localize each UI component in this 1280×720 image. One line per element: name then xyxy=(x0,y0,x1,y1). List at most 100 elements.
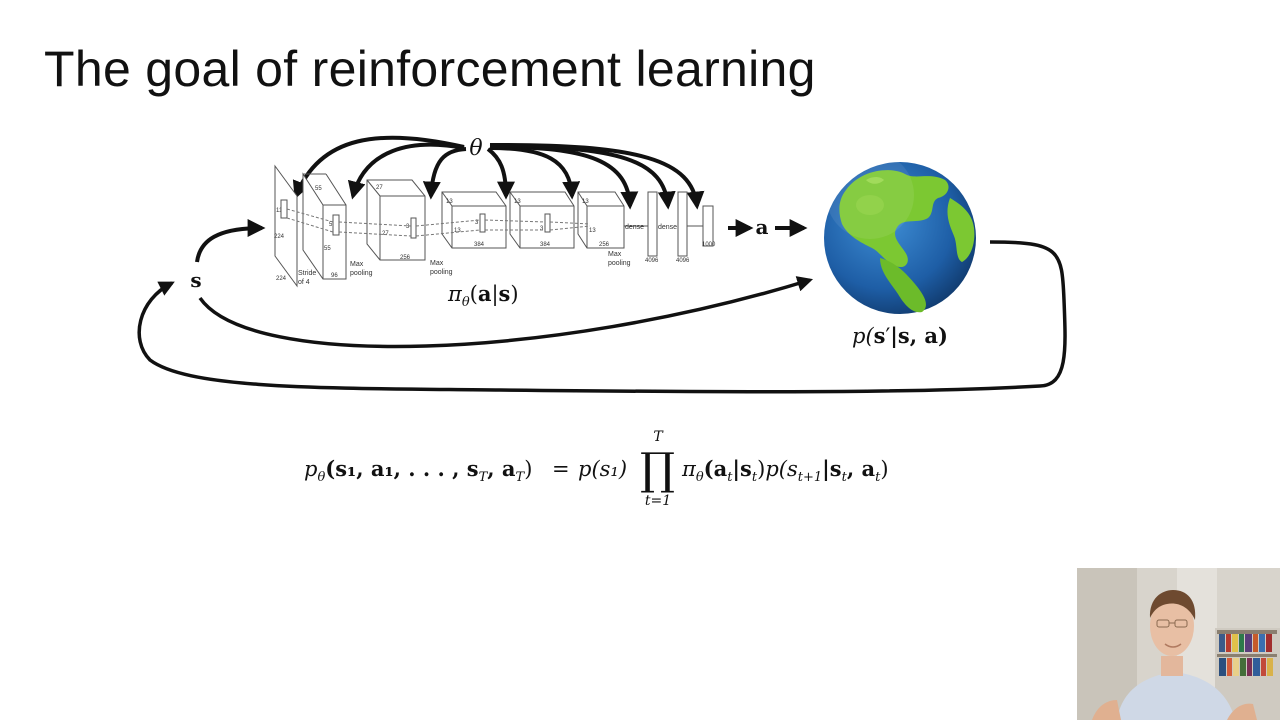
eq-pi: π xyxy=(681,457,697,481)
fc1-size: 4096 xyxy=(645,258,659,264)
eq-lhs-close: ) xyxy=(524,457,532,481)
state-label: s xyxy=(190,268,201,292)
conv2-size-256: 256 xyxy=(400,255,411,261)
fc2-layer xyxy=(677,191,688,257)
eq-lhs-comma: , a xyxy=(487,456,516,481)
conv1-size-55b: 55 xyxy=(324,246,331,252)
conv3-size-13b: 13 xyxy=(454,228,461,234)
eq-prod: ∏ xyxy=(640,444,675,495)
eq-pi-theta: θ xyxy=(696,470,704,485)
conv4-size-13: 13 xyxy=(514,199,521,205)
policy-bar: | xyxy=(491,282,498,307)
eq-prod-upper: T xyxy=(653,429,664,445)
dynamics-rest: |s, a) xyxy=(890,323,948,348)
stride-label-1: Stride xyxy=(298,270,316,277)
trajectory-equation: pθ(s₁, a₁, . . . , sT, aT) = p(s₁) ∏ T t… xyxy=(304,429,889,509)
dynamics-p: p( xyxy=(852,324,874,348)
input-layer xyxy=(274,164,298,288)
fc3-size: 1000 xyxy=(702,242,716,248)
policy-close: ) xyxy=(510,282,518,306)
eq-p-trans: p(s xyxy=(765,457,798,481)
pool1-label-2: pooling xyxy=(350,270,373,277)
equation-lhs: pθ(s₁, a₁, . . . , sT, aT) xyxy=(304,456,532,485)
conv3-kernel: 3 xyxy=(475,220,479,226)
conv2-kernel: 3 xyxy=(406,224,410,230)
eq-p-t1: t+1 xyxy=(798,470,822,485)
policy-open: ( xyxy=(470,282,478,306)
equation-rhs: πθ(at|st)p(st+1|st, at) xyxy=(681,456,889,485)
env-feedback-loop-arrow xyxy=(137,240,1067,394)
fc1-layer xyxy=(647,191,658,257)
policy-network: 11 224 224 Stride of 4 55 55 96 5 Max po… xyxy=(274,164,716,288)
stride-label-2: of 4 xyxy=(298,279,310,286)
conv5-size-13b: 13 xyxy=(589,228,596,234)
pool3-label-1: Max xyxy=(608,251,622,258)
dynamics-prime: ′ xyxy=(885,324,890,348)
theta-label: θ xyxy=(469,136,482,161)
state-to-env-arrow xyxy=(198,276,814,349)
conv1-size-96: 96 xyxy=(331,273,338,279)
eq-lhs-T2: T xyxy=(516,470,526,485)
pool2-label-1: Max xyxy=(430,260,444,267)
eq-p-close: ) xyxy=(880,457,888,481)
eq-lhs-T: T xyxy=(479,470,489,485)
pool1-label-1: Max xyxy=(350,261,364,268)
eq-equals: = xyxy=(552,457,570,481)
eq-p-bar: |s xyxy=(822,456,841,481)
presenter-webcam-video[interactable] xyxy=(1077,568,1280,720)
dense-label-2: dense xyxy=(658,224,677,231)
eq-prod-lower: t=1 xyxy=(645,493,671,509)
fc2-size: 4096 xyxy=(676,258,690,264)
conv2-size-27b: 27 xyxy=(382,231,389,237)
eq-p-comma: , a xyxy=(847,456,876,481)
dynamics-label: p(s′|s, a) xyxy=(852,323,948,348)
presenter-webcam-image xyxy=(1077,568,1280,720)
policy-label: πθ(a|s) xyxy=(447,281,519,310)
eq-p-s1: p(s₁) xyxy=(578,457,627,481)
pool3-label-2: pooling xyxy=(608,260,631,267)
state-to-network-arrow xyxy=(195,219,266,263)
action-label: a xyxy=(756,215,769,239)
theta-arrow-8 xyxy=(489,142,705,210)
policy-s: s xyxy=(499,281,511,306)
eq-pi-t1: t xyxy=(727,470,733,485)
conv4-size-384: 384 xyxy=(540,242,551,248)
dynamics-s-prime: s xyxy=(874,323,886,348)
conv2-block xyxy=(366,179,426,261)
conv5-size-256: 256 xyxy=(599,242,610,248)
earth-globe-icon xyxy=(824,151,976,314)
theta-arrow-1 xyxy=(292,135,465,200)
theta-arrows xyxy=(292,135,705,210)
eq-p-t3: t xyxy=(875,470,881,485)
eq-lhs-p: p xyxy=(304,457,317,481)
conv1-block xyxy=(302,172,347,280)
conv4-kernel: 3 xyxy=(540,226,544,232)
dense-label-1: dense xyxy=(625,224,644,231)
eq-pi-t2: t xyxy=(752,470,758,485)
conv2-size-27a: 27 xyxy=(376,185,383,191)
fc3-layer xyxy=(702,205,714,247)
conv3-size-384: 384 xyxy=(474,242,485,248)
eq-p-t2: t xyxy=(842,470,848,485)
conv3-size-13a: 13 xyxy=(446,199,453,205)
theta-arrow-2 xyxy=(347,142,465,200)
input-size-224a: 224 xyxy=(274,234,285,240)
conv1-size-55a: 55 xyxy=(315,186,322,192)
policy-pi: π xyxy=(447,282,463,306)
pool2-label-2: pooling xyxy=(430,269,453,276)
eq-pi-bar: |s xyxy=(732,456,751,481)
slide-title: The goal of reinforcement learning xyxy=(44,41,816,97)
policy-theta: θ xyxy=(462,295,470,310)
policy-a: a xyxy=(478,281,492,306)
theta-arrow-3 xyxy=(422,147,467,200)
eq-lhs-theta: θ xyxy=(317,470,325,485)
conv1-kernel: 5 xyxy=(329,222,333,228)
conv5-size-13a: 13 xyxy=(582,199,589,205)
eq-pi-close: ) xyxy=(757,457,765,481)
input-size-224b: 224 xyxy=(276,276,287,282)
input-size-11: 11 xyxy=(276,208,283,214)
theta-arrow-4 xyxy=(486,147,515,200)
eq-lhs-args: (s₁, a₁, . . . , s xyxy=(325,456,478,481)
eq-pi-args: (a xyxy=(704,456,728,481)
